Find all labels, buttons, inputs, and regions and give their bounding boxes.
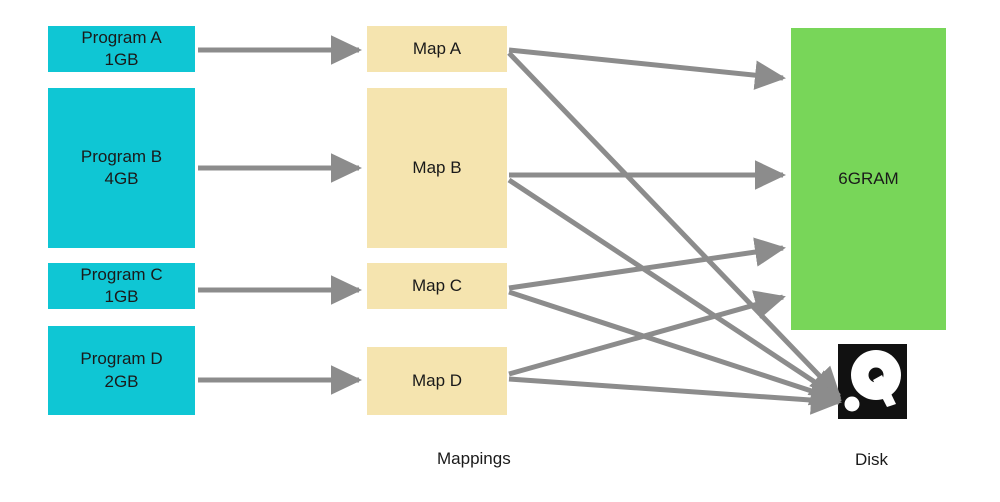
wire-map-a-to-disk (507, 51, 842, 399)
wire-map-d-to-disk (508, 376, 842, 415)
program-c-name: Program C (80, 264, 163, 284)
map-c-label: Map C (411, 275, 463, 295)
map-block-d[interactable]: Map D (367, 347, 507, 415)
program-block-c[interactable]: Program C 1GB (48, 263, 195, 309)
program-block-a[interactable]: Program A 1GB (48, 26, 195, 72)
program-block-b[interactable]: Program B 4GB (48, 88, 195, 248)
program-b-name: Program B (80, 146, 163, 166)
map-block-c[interactable]: Map C (367, 263, 507, 309)
map-block-b[interactable]: Map B (367, 88, 507, 248)
map-d-label: Map D (411, 370, 463, 390)
wire-map-d-to-ram (508, 290, 786, 377)
wire-map-a-to-ram (508, 47, 786, 90)
mappings-caption: Mappings (437, 449, 511, 468)
program-block-d[interactable]: Program D 2GB (48, 326, 195, 415)
wire-map-c-to-ram (508, 237, 786, 291)
program-d-size: 2GB (104, 371, 139, 391)
program-b-size: 4GB (104, 169, 139, 188)
ram-block[interactable]: 6GRAM (791, 28, 946, 330)
wire-map-b-to-disk (507, 177, 842, 401)
map-block-a[interactable]: Map A (367, 26, 507, 72)
program-a-name: Program A (81, 27, 162, 47)
map-a-label: Map A (412, 38, 462, 58)
disk-glyph (844, 350, 901, 412)
program-d-name: Program D (80, 349, 163, 369)
program-a-size: 1GB (104, 50, 139, 69)
map-b-label: Map B (412, 157, 462, 177)
program-c-size: 1GB (104, 287, 139, 306)
wire-map-c-to-disk (508, 289, 842, 406)
disk-caption: Disk (855, 450, 889, 469)
disk-icon[interactable] (838, 344, 907, 419)
ram-label: 6GRAM (838, 168, 899, 188)
